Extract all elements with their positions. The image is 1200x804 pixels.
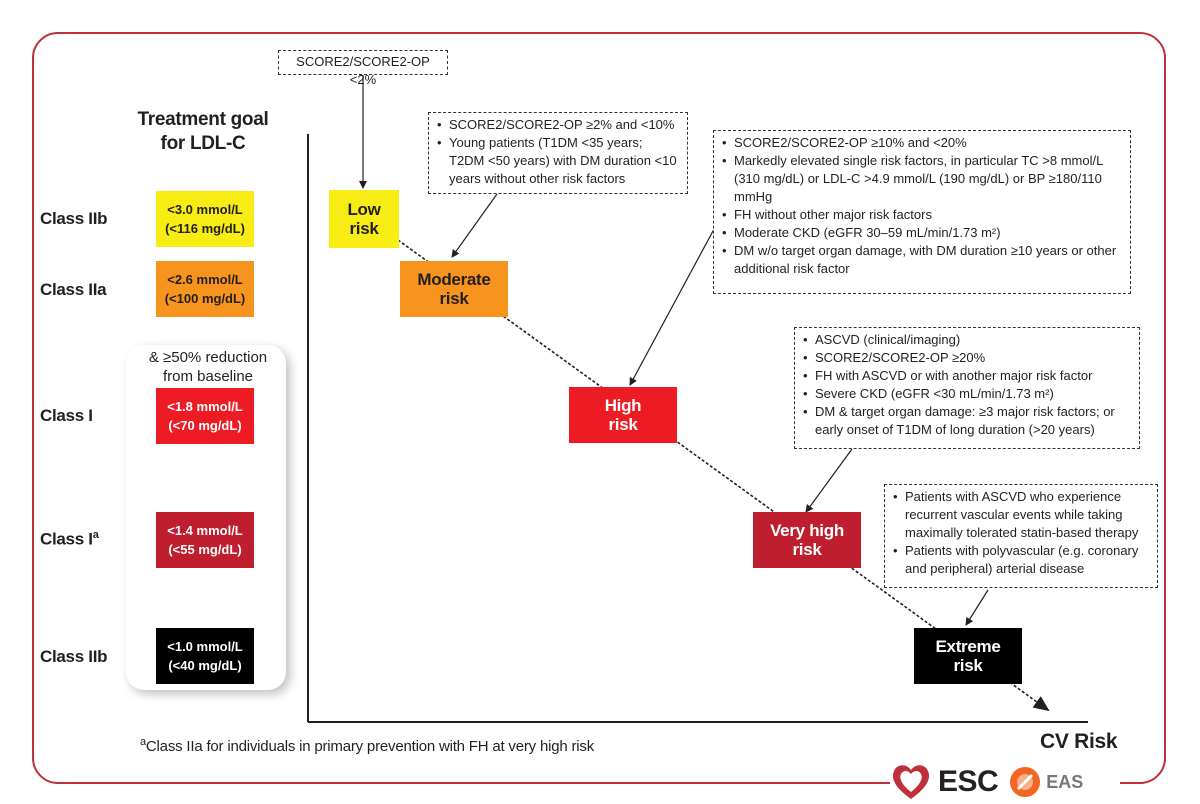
class-label-i: Class I (40, 406, 93, 425)
risk-box-high: High risk (569, 387, 677, 443)
goal-mgdl: (<55 mg/dL) (168, 542, 242, 557)
treatment-goal-heading: Treatment goal for LDL-C (118, 108, 288, 156)
class-label-iia: Class IIa (40, 280, 107, 299)
figure-frame (32, 32, 1166, 784)
x-axis-label: CV Risk (1040, 730, 1118, 753)
class-label-iib-2: Class IIb (40, 647, 108, 666)
goal-box-i: <1.8 mmol/L (<70 mg/dL) (156, 388, 254, 444)
goal-mgdl: (<40 mg/dL) (168, 658, 242, 673)
arrow-high (629, 217, 721, 386)
goal-mmol: <1.4 mmol/L (167, 523, 243, 538)
criteria-item: SCORE2/SCORE2-OP ≥2% and <10% (437, 116, 679, 134)
risk-box-moderate: Moderate risk (400, 261, 508, 317)
risk-diagonal (397, 239, 1050, 712)
criteria-item: FH without other major risk factors (722, 206, 1122, 224)
criteria-item: DM & target organ damage: ≥3 major risk … (803, 403, 1131, 439)
goal-mmol: <1.0 mmol/L (167, 639, 243, 654)
goal-mmol: <3.0 mmol/L (167, 202, 243, 217)
risk-line1: Very high (770, 521, 844, 540)
footnote-marker: a (140, 736, 146, 748)
esc-logo-text: ESC (938, 765, 999, 798)
logo-group: ESC EAS (890, 760, 1120, 804)
class-label-i-a: Class Ia (40, 529, 99, 549)
esc-heart-icon (892, 765, 930, 799)
goal-box-iib-1: <3.0 mmol/L (<116 mg/dL) (156, 191, 254, 247)
eas-logo-icon (1010, 767, 1041, 797)
goal-mgdl: (<116 mg/dL) (165, 221, 245, 236)
goal-box-iib-2: <1.0 mmol/L (<40 mg/dL) (156, 628, 254, 684)
goal-mgdl: (<100 mg/dL) (164, 291, 246, 306)
risk-box-extreme: Extreme risk (914, 628, 1022, 684)
arrow-extreme (965, 589, 989, 626)
criteria-item: Moderate CKD (eGFR 30–59 mL/min/1.73 m²) (722, 224, 1122, 242)
goal-mmol: <1.8 mmol/L (167, 399, 243, 414)
criteria-item: Young patients (T1DM <35 years; T2DM <50… (437, 134, 679, 188)
heading-line2: for LDL-C (160, 133, 246, 154)
criteria-item: ASCVD (clinical/imaging) (803, 331, 1131, 349)
criteria-very-high: ASCVD (clinical/imaging) SCORE2/SCORE2-O… (794, 327, 1140, 449)
risk-line2: risk (439, 289, 469, 308)
reduction-note: & ≥50% reduction from baseline (128, 348, 288, 386)
footnote-text: Class IIa for individuals in primary pre… (145, 738, 594, 755)
footnote: aClass IIa for individuals in primary pr… (140, 736, 594, 755)
goal-mmol: <2.6 mmol/L (167, 272, 243, 287)
criteria-item: DM w/o target organ damage, with DM dura… (722, 242, 1122, 278)
criteria-low: SCORE2/SCORE2-OP <2% (278, 50, 448, 87)
reduction-line1: & ≥50% reduction (148, 349, 268, 366)
arrow-very-high (805, 448, 853, 513)
risk-box-low: Low risk (329, 190, 399, 248)
reduction-line2: from baseline (162, 368, 254, 385)
criteria-high: SCORE2/SCORE2-OP ≥10% and <20% Markedly … (713, 130, 1131, 294)
criteria-extreme: Patients with ASCVD who experience recur… (884, 484, 1158, 588)
heading-line1: Treatment goal (137, 109, 269, 130)
criteria-item: Patients with polyvascular (e.g. coronar… (893, 542, 1149, 578)
criteria-item: SCORE2/SCORE2-OP ≥20% (803, 349, 1131, 367)
risk-line1: High (604, 396, 642, 415)
criteria-item: Severe CKD (eGFR <30 mL/min/1.73 m²) (803, 385, 1131, 403)
risk-line2: risk (608, 415, 638, 434)
criteria-low-text: SCORE2/SCORE2-OP <2% (296, 54, 430, 87)
criteria-item: SCORE2/SCORE2-OP ≥10% and <20% (722, 134, 1122, 152)
eas-logo-text: EAS (1046, 771, 1084, 792)
risk-box-very-high: Very high risk (753, 512, 861, 568)
class-label-iib-1: Class IIb (40, 209, 108, 228)
criteria-moderate: SCORE2/SCORE2-OP ≥2% and <10% Young pati… (428, 112, 688, 194)
criteria-item: Patients with ASCVD who experience recur… (893, 488, 1149, 542)
risk-line1: Low (347, 200, 381, 219)
risk-line2: risk (792, 540, 822, 559)
risk-line2: risk (953, 656, 983, 675)
goal-mgdl: (<70 mg/dL) (168, 418, 242, 433)
criteria-item: FH with ASCVD or with another major risk… (803, 367, 1131, 385)
risk-line1: Extreme (935, 637, 1001, 656)
goal-box-iia: <2.6 mmol/L (<100 mg/dL) (156, 261, 254, 317)
risk-line2: risk (349, 219, 379, 238)
risk-line1: Moderate (417, 270, 491, 289)
goal-box-i-a: <1.4 mmol/L (<55 mg/dL) (156, 512, 254, 568)
arrow-moderate (451, 193, 498, 258)
criteria-item: Markedly elevated single risk factors, i… (722, 152, 1122, 206)
